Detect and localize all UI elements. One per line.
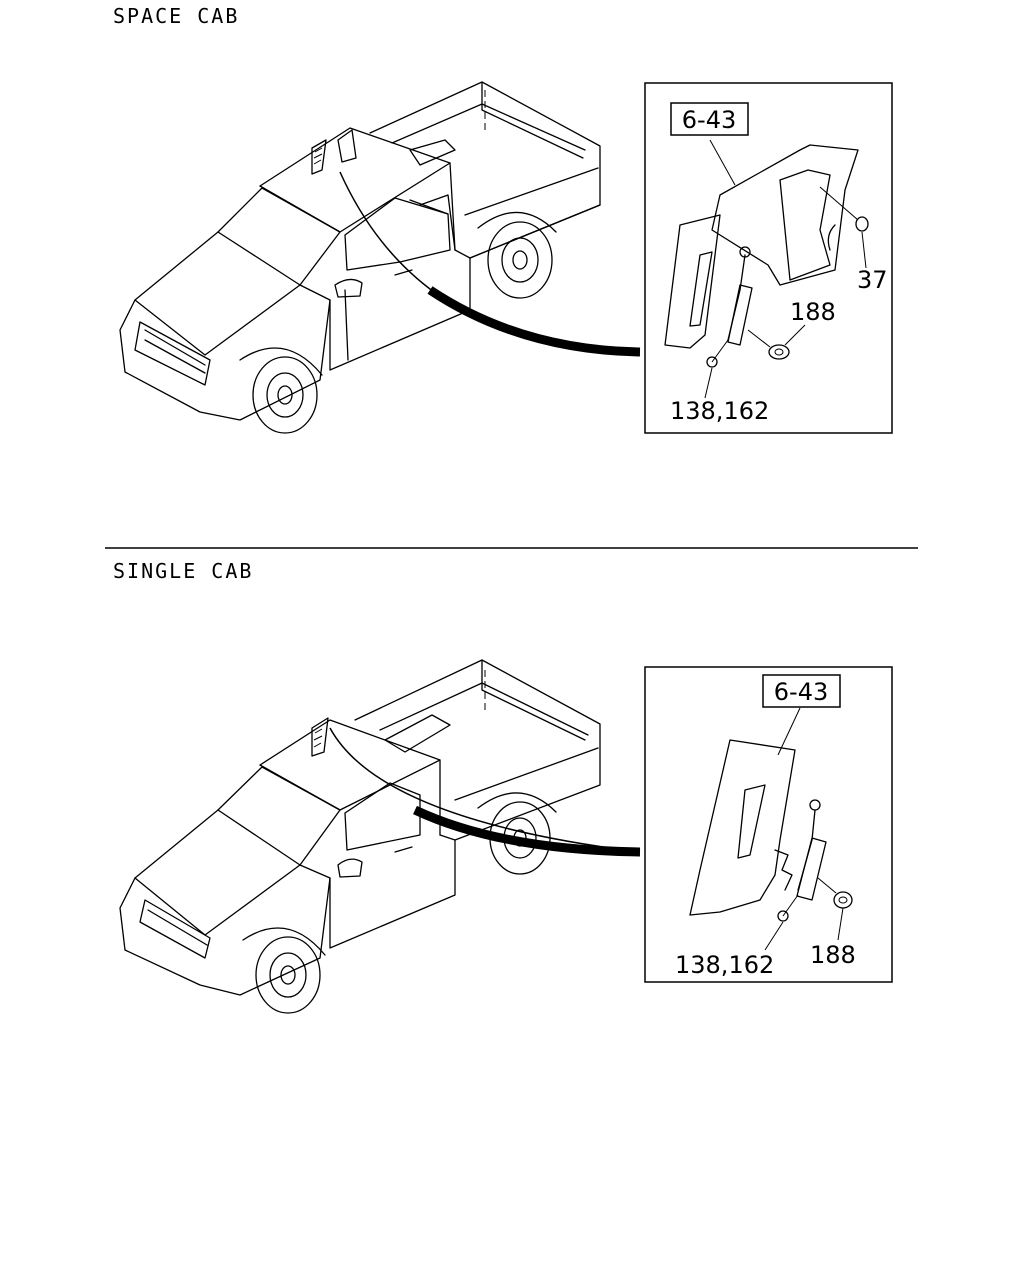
single-cab-callout-138-162: 138,162 [675, 951, 774, 979]
single-cab-truck-illustration [119, 659, 601, 1014]
space-cab-callout-138-162: 138,162 [670, 397, 769, 425]
single-cab-callout-188: 188 [810, 941, 856, 969]
space-cab-callout-37: 37 [857, 266, 888, 294]
space-cab-ref-box [670, 102, 749, 136]
single-cab-leader-thin [329, 727, 641, 853]
space-cab-truck-illustration [119, 81, 601, 434]
space-cab-callout-188: 188 [790, 298, 836, 326]
space-cab-detail-parts [664, 139, 869, 399]
space-cab-ref-label: 6-43 [682, 106, 736, 134]
single-cab-detail-parts [689, 707, 853, 951]
space-cab-detail-box [644, 82, 893, 434]
single-cab-leader-thick [413, 805, 641, 857]
single-cab-detail-box [644, 666, 893, 983]
single-cab-ref-box [762, 674, 841, 708]
single-cab-ref-label: 6-43 [774, 678, 828, 706]
section-title-space-cab: SPACE CAB [113, 4, 240, 28]
section-title-single-cab: SINGLE CAB [113, 559, 254, 583]
space-cab-leader-thick [427, 286, 641, 357]
